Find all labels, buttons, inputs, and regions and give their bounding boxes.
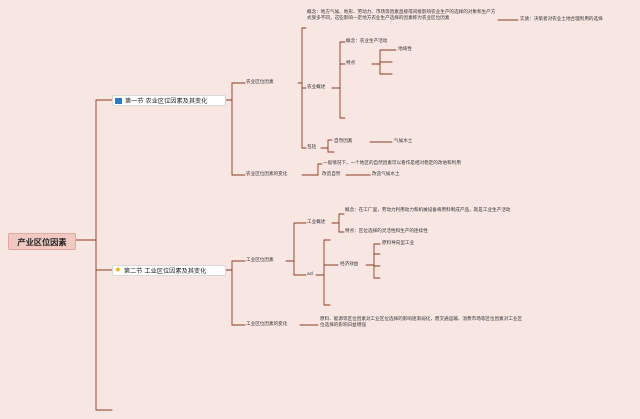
agri-regional-node[interactable]: 地域性 [398, 47, 412, 52]
agri-change-node[interactable]: 农业区位因素的变化 [246, 172, 288, 177]
agri-essence-node[interactable]: 实质：决策者对农业土地合理利用的选择 [520, 17, 603, 22]
agri-improve-nature-node[interactable]: 改造自然 [322, 172, 341, 177]
ind-features-node[interactable]: 特点：区位选择的灵活性和生产的连续性 [345, 229, 428, 234]
agri-features-node[interactable]: 特点 [346, 61, 356, 66]
section2-topic[interactable]: ✹ 第二节 工业区位因素及其变化 [112, 265, 226, 276]
agri-factors-node[interactable]: 农业区位因素 [246, 80, 274, 85]
flag-icon [115, 97, 122, 104]
star-icon: ✹ [115, 266, 121, 274]
agri-include-node[interactable]: 包括 [307, 145, 317, 150]
section2-label: 第二节 工业区位因素及其变化 [123, 268, 207, 275]
ind-overview-node[interactable]: 工业概述 [307, 220, 326, 225]
root-topic-label: 产业区位因素 [17, 236, 67, 247]
root-topic[interactable]: 产业区位因素 [8, 233, 76, 250]
agri-change-general-node[interactable]: 一般情况下，一个地区的自然因素可以看作是相对稳定的改进和利用 [323, 161, 461, 166]
ind-concept-node[interactable]: 概念：在工厂里，劳动力利用动力和机械设备将原料制成产品，就是工业生产活动 [345, 208, 511, 213]
agri-concept-node[interactable]: 概念：地方气候、地形、劳动力、市场等因素直接或间接影响农业生产的选择的对象和生产… [307, 10, 496, 22]
agri-improve-climate-node[interactable]: 改造气候水土 [372, 172, 400, 177]
ind-change-text-node[interactable]: 原料、能源等区位因素对工业区位选择的影响逐渐弱化，而交通运输、消费市场等区位因素… [320, 317, 523, 329]
ind-ad-node[interactable]: ad [307, 272, 313, 277]
ind-change-node[interactable]: 工业区位因素的变化 [246, 322, 288, 327]
agri-natural-node[interactable]: 自然因素 [334, 139, 353, 144]
ind-economic-node[interactable]: 经济效益 [340, 262, 359, 267]
ind-factors-node[interactable]: 工业区位因素 [246, 258, 274, 263]
agri-climate-node[interactable]: 气候水土 [394, 139, 413, 144]
ind-raw-material-node[interactable]: 原料导向型工业 [382, 241, 415, 246]
agri-overview-concept-node[interactable]: 概念：农业生产活动 [346, 39, 388, 44]
section1-label: 第一节 农业区位因素及其变化 [125, 98, 208, 105]
agri-overview-node[interactable]: 农业概述 [307, 85, 326, 90]
section1-topic[interactable]: 第一节 农业区位因素及其变化 [112, 95, 226, 106]
